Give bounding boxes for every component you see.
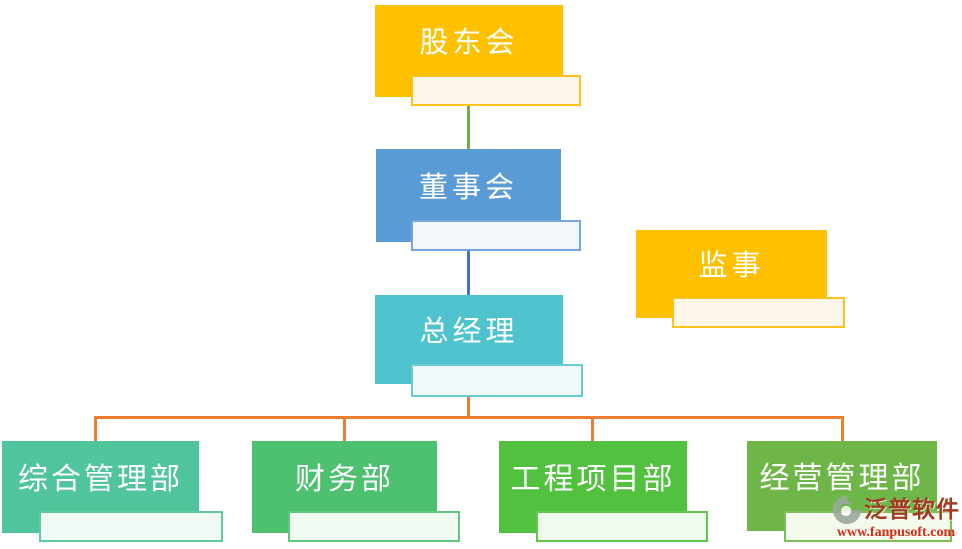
org-node-board-label: 董事会 xyxy=(418,169,518,204)
org-node-supervisor-subbox xyxy=(672,297,845,328)
org-node-dept-engineering-subbox xyxy=(536,511,708,542)
org-node-general-manager: 总经理 xyxy=(375,295,563,384)
watermark-brand: 泛普软件 xyxy=(864,496,960,523)
org-node-shareholders-subbox xyxy=(411,75,581,106)
org-node-dept-operations-label: 经营管理部 xyxy=(759,461,925,496)
org-node-board-subbox xyxy=(411,220,581,251)
org-node-supervisor-label: 监事 xyxy=(698,248,765,282)
org-node-shareholders-label: 股东会 xyxy=(419,25,519,59)
org-node-dept-finance-subbox xyxy=(288,511,460,542)
connector-shareholders-board xyxy=(467,104,470,151)
connector-drop-dept-engineering xyxy=(591,416,594,442)
connector-drop-dept-admin xyxy=(94,416,97,442)
org-node-dept-operations-subbox xyxy=(784,511,952,542)
watermark: 泛普软件 www.fanpusoft.com xyxy=(832,495,960,540)
org-node-dept-admin-subbox xyxy=(39,511,223,542)
org-node-dept-finance-label: 财务部 xyxy=(295,462,394,497)
connector-drop-dept-operations xyxy=(841,416,844,442)
org-node-dept-admin-label: 综合管理部 xyxy=(18,462,183,497)
org-node-general-manager-label: 总经理 xyxy=(419,313,519,348)
connector-board-gm xyxy=(467,250,470,297)
connector-departments-horizontal xyxy=(94,416,844,419)
connector-gm-stem xyxy=(467,396,470,418)
watermark-site: www.fanpusoft.com xyxy=(836,525,956,540)
fanpu-logo-icon xyxy=(832,495,862,525)
org-node-dept-engineering-label: 工程项目部 xyxy=(510,462,676,497)
connector-drop-dept-finance xyxy=(343,416,346,442)
org-node-general-manager-subbox xyxy=(411,364,583,397)
